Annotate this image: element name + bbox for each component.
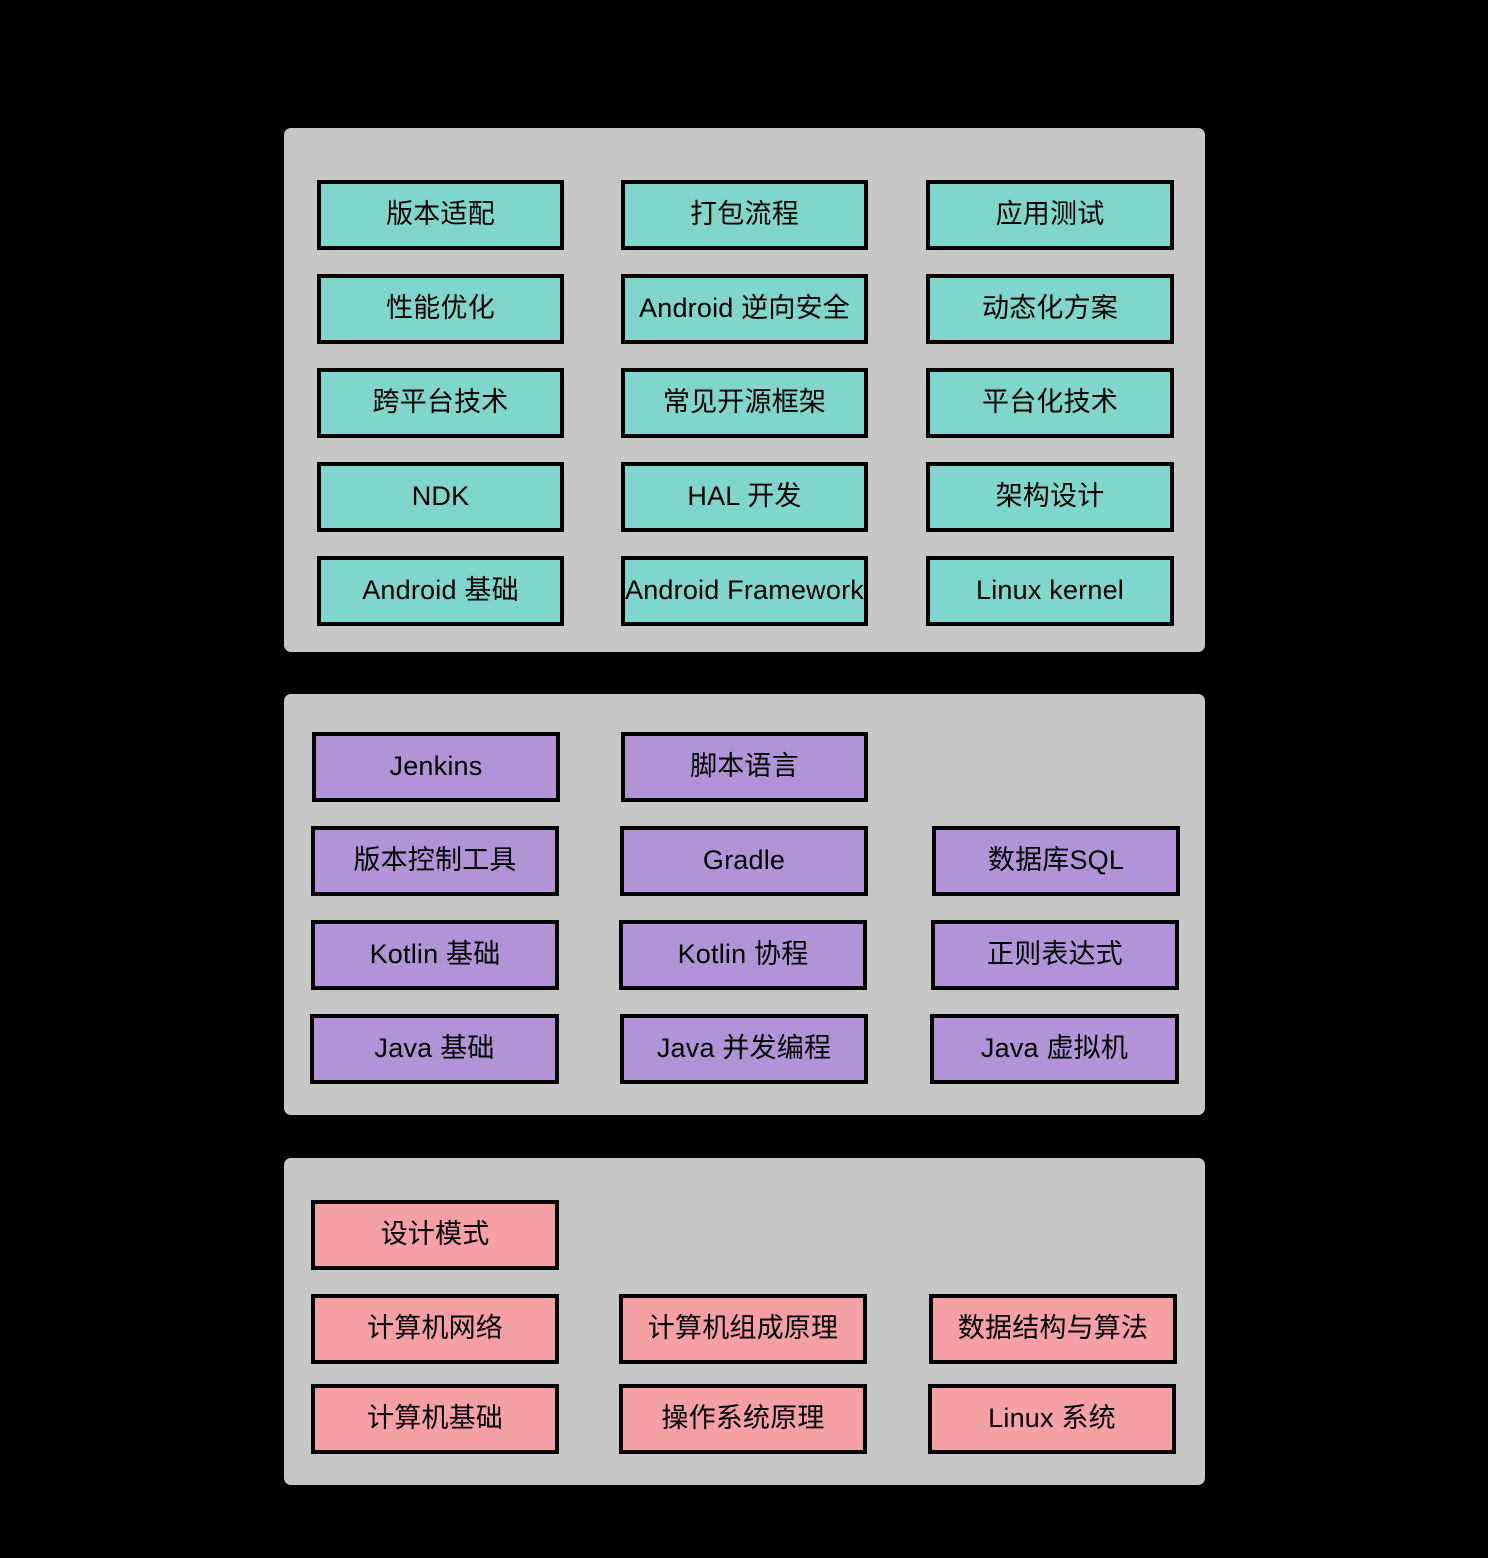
node-box[interactable]: Gradle [620, 826, 868, 896]
node-box[interactable]: 架构设计 [926, 462, 1174, 532]
node-box[interactable]: 版本适配 [317, 180, 564, 250]
node-box[interactable]: 正则表达式 [931, 920, 1179, 990]
node-box[interactable]: 版本控制工具 [311, 826, 559, 896]
node-box[interactable]: Android 逆向安全 [621, 274, 868, 344]
node-box[interactable]: 打包流程 [621, 180, 868, 250]
node-box[interactable]: 动态化方案 [926, 274, 1174, 344]
node-box[interactable]: Linux kernel [926, 556, 1174, 626]
node-box[interactable]: Java 基础 [310, 1014, 559, 1084]
node-box[interactable]: Java 并发编程 [620, 1014, 868, 1084]
node-box[interactable]: HAL 开发 [621, 462, 868, 532]
node-box[interactable]: 跨平台技术 [317, 368, 564, 438]
node-box[interactable]: 脚本语言 [621, 732, 868, 802]
node-box[interactable]: Linux 系统 [928, 1384, 1176, 1454]
node-box[interactable]: 数据库SQL [932, 826, 1180, 896]
node-box[interactable]: 性能优化 [317, 274, 564, 344]
node-box[interactable]: 计算机基础 [311, 1384, 559, 1454]
node-box[interactable]: Kotlin 基础 [311, 920, 559, 990]
node-box[interactable]: 计算机组成原理 [619, 1294, 867, 1364]
node-box[interactable]: Android Framework [621, 556, 868, 626]
node-box[interactable]: Java 虚拟机 [930, 1014, 1179, 1084]
node-box[interactable]: Kotlin 协程 [619, 920, 867, 990]
node-box[interactable]: Jenkins [312, 732, 560, 802]
node-box[interactable]: 平台化技术 [926, 368, 1174, 438]
node-box[interactable]: 计算机网络 [311, 1294, 559, 1364]
node-box[interactable]: 常见开源框架 [621, 368, 868, 438]
node-box[interactable]: 操作系统原理 [619, 1384, 867, 1454]
node-box[interactable]: 应用测试 [926, 180, 1174, 250]
node-box[interactable]: 设计模式 [311, 1200, 559, 1270]
node-box[interactable]: Android 基础 [317, 556, 564, 626]
node-box[interactable]: 数据结构与算法 [929, 1294, 1177, 1364]
node-box[interactable]: NDK [317, 462, 564, 532]
